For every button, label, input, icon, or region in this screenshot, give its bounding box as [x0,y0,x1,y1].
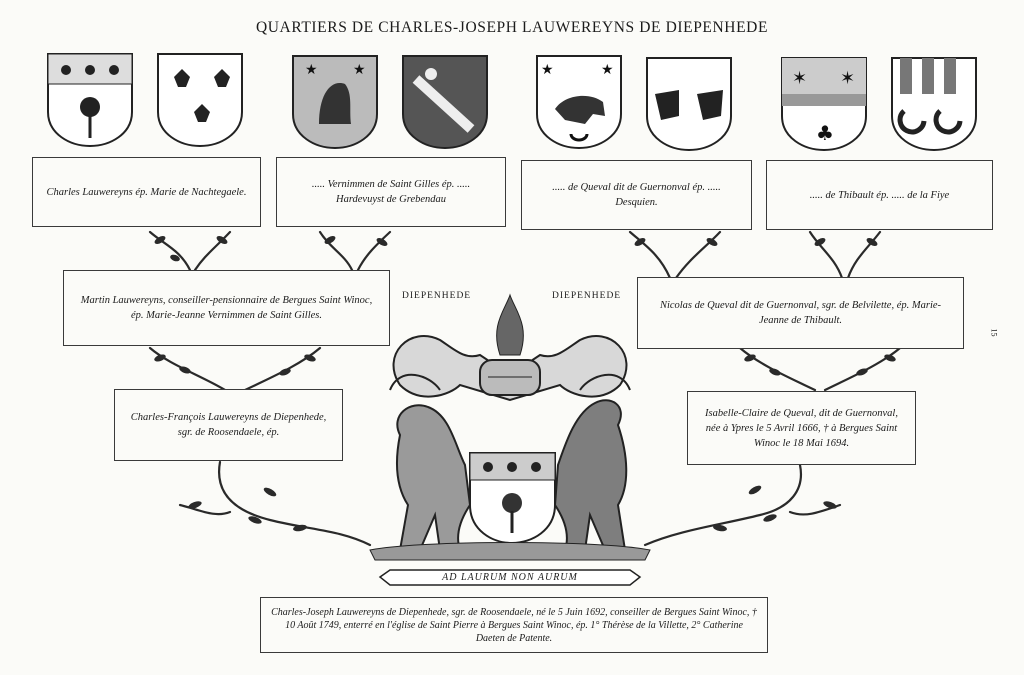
motto-text: AD LAURUM NON AURUM [442,572,578,583]
quarter-box-2: ..... Vernimmen de Saint Gilles ép. ....… [276,157,506,227]
mother-text: Isabelle-Claire de Queval, dit de Guerno… [705,407,898,449]
maternal-grandparents-box: Nicolas de Queval dit de Guernonval, sgr… [637,277,964,349]
maternal-grandparents-text: Nicolas de Queval dit de Guernonval, sgr… [659,300,942,326]
svg-text:♣: ♣ [816,121,834,145]
arms-nachtegaele-shield [156,52,244,148]
quarter-text-1: Charles Lauwereyns ép. Marie de Nachtega… [46,186,247,198]
arms-vernimmen-shield: ★★ [291,54,379,150]
arms-lauwereyns-shield [46,52,134,148]
arms-queval-shield: ★★ [535,54,623,150]
father-text: Charles-François Lauwereyns de Diepenhed… [130,412,327,438]
arms-la-fiye-shield [890,56,978,152]
central-coat-of-arms [369,293,651,586]
page-title: QUARTIERS DE CHARLES-JOSEPH LAUWEREYNS D… [255,19,769,36]
arms-hardevuyst-shield [401,54,489,150]
father-box: Charles-François Lauwereyns de Diepenhed… [114,389,343,461]
svg-text:✶: ✶ [792,68,807,89]
arms-label-right: DIEPENHEDE [552,291,622,301]
svg-text:★: ★ [353,62,366,78]
quarter-box-4: ..... de Thibault ép. ..... de la Fiye [766,160,993,230]
quarter-text-2: ..... Vernimmen de Saint Gilles ép. ....… [311,179,471,205]
quarter-text-3: ..... de Queval dit de Guernonval ép. ..… [552,182,721,208]
arms-desquien-shield [645,56,733,152]
svg-text:★: ★ [541,62,554,78]
quarter-text-4: ..... de Thibault ép. ..... de la Fiye [809,189,950,201]
subject-box: Charles-Joseph Lauwereyns de Diepenhede,… [260,597,768,653]
subject-text: Charles-Joseph Lauwereyns de Diepenhede,… [271,606,757,644]
paternal-grandparents-box: Martin Lauwereyns, conseiller-pensionnai… [63,270,390,346]
mother-box: Isabelle-Claire de Queval, dit de Guerno… [687,391,916,465]
svg-text:✶: ✶ [840,68,855,89]
quarter-box-3: ..... de Queval dit de Guernonval ép. ..… [521,160,752,230]
svg-text:★: ★ [601,62,614,78]
paternal-grandparents-text: Martin Lauwereyns, conseiller-pensionnai… [80,295,373,321]
arms-thibault-shield: ✶ ✶ ♣ [780,56,868,152]
svg-text:★: ★ [305,62,318,78]
arms-label-left: DIEPENHEDE [402,291,472,301]
quarter-box-1: Charles Lauwereyns ép. Marie de Nachtega… [32,157,261,227]
